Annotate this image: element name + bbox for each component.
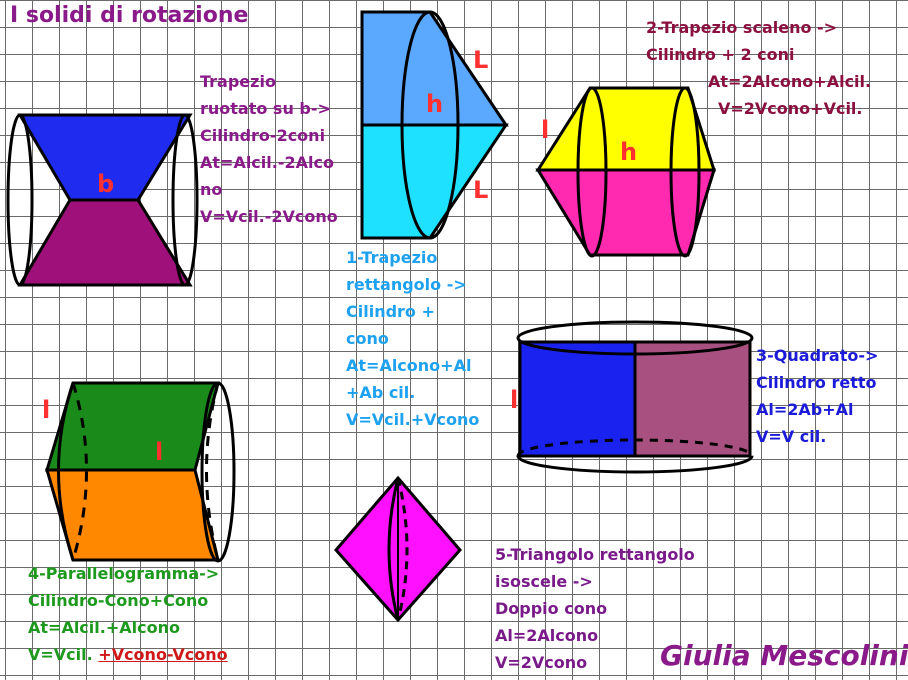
line: V=V cil.: [756, 427, 827, 446]
line: +Ab cil.: [346, 383, 416, 402]
text-block-triangolo: 5-Triangolo rettangolo isoscele -> Doppi…: [495, 541, 695, 676]
label-h-scaleno: h: [620, 138, 638, 166]
top-base-ellipse: [516, 320, 754, 356]
line: V=Vcil.-2Vcono: [200, 207, 338, 226]
text-block-parallelogramma: 4-Parallelogramma-> Cilindro-Cono+Cono A…: [28, 560, 228, 668]
author-signature: Giulia Mescolini: [660, 639, 908, 672]
line: Cilindro-Cono+Cono: [28, 591, 209, 610]
line: rettangolo ->: [346, 275, 467, 294]
line: no: [200, 180, 223, 199]
line: 2-Trapezio scaleno ->: [646, 18, 838, 37]
line: V=2Vcono: [495, 653, 588, 672]
left-half-blue: [518, 340, 637, 458]
text-block-trapezio-rettangolo: 1-Trapezio rettangolo -> Cilindro + cono…: [346, 244, 479, 433]
label-l-trapezio-upper: L: [473, 46, 489, 74]
line: Cilindro retto: [756, 373, 877, 392]
line: V=Vcil.+Vcono: [346, 410, 480, 429]
text-block-trapezio-b: Trapezio ruotato su b-> Cilindro-2coni A…: [200, 68, 338, 230]
label-l-parallelogramma-mid: l: [155, 438, 164, 466]
right-base-ellipse: [200, 381, 236, 563]
line: cono: [346, 329, 389, 348]
right-base-ellipse: [669, 86, 701, 258]
line: At=Alcil.+Alcono: [28, 618, 180, 637]
line: At=Alcono+Al: [346, 356, 472, 375]
page-title: I solidi di rotazione: [10, 3, 249, 28]
line: ruotato su b->: [200, 99, 331, 118]
label-l-quadrato: l: [510, 386, 519, 414]
right-base-ellipse: [171, 113, 199, 287]
text-underlined: +Vcono-Vcono: [98, 645, 228, 664]
line: Cilindro-2coni: [200, 126, 326, 145]
label-h-trapezio: h: [426, 90, 444, 118]
line: 1-Trapezio: [346, 248, 438, 267]
line-last: V=Vcil. +Vcono-Vcono: [28, 641, 228, 668]
line: At=Alcil.-2Alco: [200, 153, 334, 172]
upper-half-green: [44, 381, 220, 472]
right-half-mauve: [633, 340, 752, 458]
label-l-parallelogramma-left: l: [42, 396, 51, 424]
lower-triangle-purple: [17, 198, 193, 287]
label-l-trapezio-lower: L: [473, 176, 489, 204]
line: 3-Quadrato->: [756, 346, 879, 365]
text-block-quadrato: 3-Quadrato-> Cilindro retto Al=2Ab+Al V=…: [756, 342, 878, 450]
left-base-ellipse: [6, 113, 34, 287]
lower-half-orange: [45, 468, 220, 562]
line: V=2Vcono+Vcil.: [718, 99, 863, 118]
label-b: b: [97, 170, 115, 198]
line: Al=2Ab+Al: [756, 400, 854, 419]
line: Trapezio: [200, 72, 276, 91]
lower-half-magenta: [535, 168, 717, 257]
left-base-ellipse: [576, 86, 608, 258]
line: isoscele ->: [495, 572, 593, 591]
text-plain: V=Vcil.: [28, 645, 93, 664]
line: 4-Parallelogramma->: [28, 564, 220, 583]
solid-triangolo: [334, 475, 462, 623]
solid-parallelogramma: [44, 381, 236, 563]
text-block-trapezio-scaleno: 2-Trapezio scaleno -> Cilindro + 2 coni …: [646, 14, 871, 122]
line: Cilindro + 2 coni: [646, 45, 795, 64]
line: Al=2Alcono: [495, 626, 599, 645]
line: At=2Alcono+Alcil.: [708, 72, 872, 91]
solid-trapezio-scaleno: [535, 86, 717, 258]
line: Doppio cono: [495, 599, 608, 618]
line: 5-Triangolo rettangolo: [495, 545, 695, 564]
solid-quadrato: [516, 320, 754, 474]
line: Cilindro +: [346, 302, 435, 321]
solid-trapezio-rettangolo: [360, 10, 509, 240]
label-l-scaleno: l: [541, 116, 550, 144]
solid-trapezio-su-b: [6, 113, 199, 287]
